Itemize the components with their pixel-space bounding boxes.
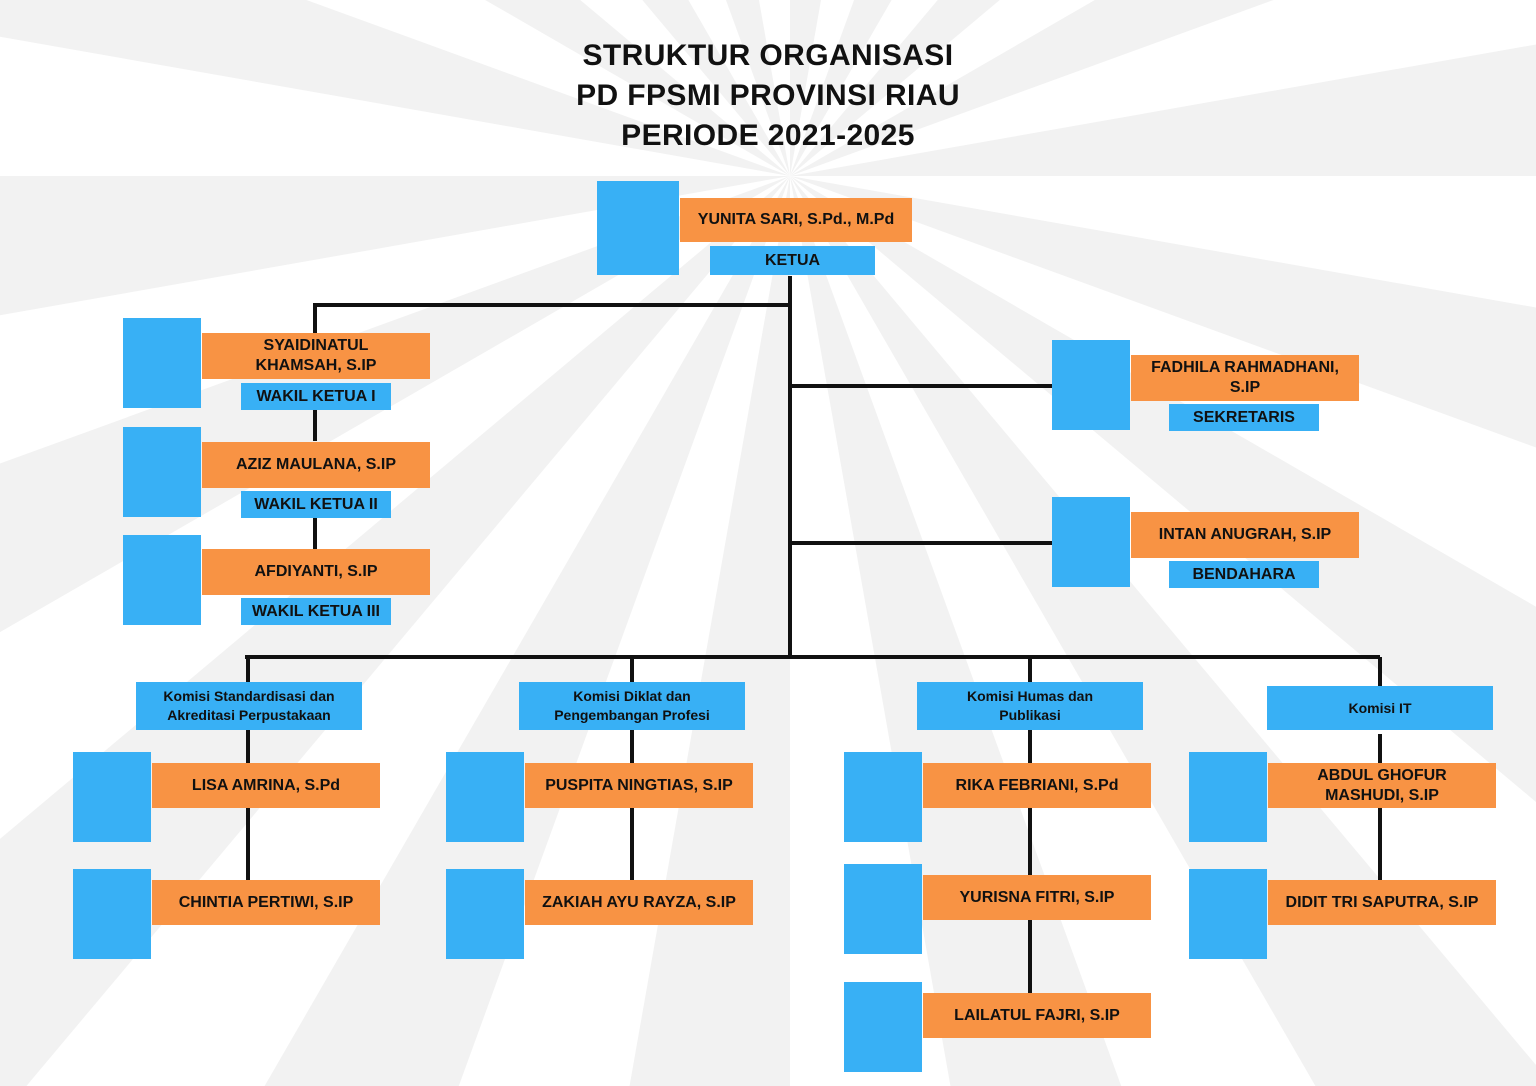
name-komisi-3-member-1: RIKA FEBRIANI, S.Pd (923, 763, 1151, 808)
name-komisi-2-member-1: PUSPITA NINGTIAS, S.IP (525, 763, 753, 808)
title-line-2: PD FPSMI PROVINSI RIAU (576, 78, 960, 112)
photo-bendahara (1052, 497, 1130, 587)
name-komisi-4-member-2: DIDIT TRI SAPUTRA, S.IP (1268, 880, 1496, 925)
commission-header-komisi-humas: Komisi Humas dan Publikasi (917, 682, 1143, 730)
title-line-1: STRUKTUR ORGANISASI (582, 39, 954, 72)
commission-1-title-line-2: Akreditasi Perpustakaan (167, 707, 331, 723)
name-komisi-4-member-1-line-2: MASHUDI, S.IP (1325, 786, 1439, 804)
name-wakil-ketua-1-line-2: KHAMSAH, S.IP (255, 357, 377, 374)
photo-wakil-ketua-1 (123, 318, 201, 408)
role-sekretaris: SEKRETARIS (1169, 404, 1319, 431)
role-wakil-ketua-1: WAKIL KETUA I (241, 383, 391, 410)
name-komisi-3-member-3: LAILATUL FAJRI, S.IP (923, 993, 1151, 1038)
name-wakil-ketua-1-line-1: SYAIDINATUL (263, 337, 369, 355)
commission-3-title-line-2: Publikasi (999, 707, 1061, 723)
name-wakil-ketua-3: AFDIYANTI, S.IP (202, 549, 430, 595)
role-wakil-ketua-2: WAKIL KETUA II (241, 491, 391, 518)
name-wakil-ketua-1: SYAIDINATUL KHAMSAH, S.IP (202, 333, 430, 379)
photo-komisi-2-member-1 (446, 752, 524, 842)
role-bendahara: BENDAHARA (1169, 561, 1319, 588)
photo-komisi-3-member-3 (844, 982, 922, 1072)
photo-wakil-ketua-3 (123, 535, 201, 625)
photo-komisi-4-member-1 (1189, 752, 1267, 842)
photo-komisi-3-member-1 (844, 752, 922, 842)
name-sekretaris: FADHILA RAHMADHANI, S.IP (1131, 355, 1359, 401)
commission-1-title-line-1: Komisi Standardisasi dan (163, 688, 335, 705)
name-komisi-2-member-2: ZAKIAH AYU RAYZA, S.IP (525, 880, 753, 925)
chart-title: STRUKTUR ORGANISASI PD FPSMI PROVINSI RI… (0, 36, 1536, 156)
role-wakil-ketua-3: WAKIL KETUA III (241, 598, 391, 625)
commission-4-title: Komisi IT (1348, 699, 1412, 716)
name-komisi-4-member-1-line-1: ABDUL GHOFUR (1317, 766, 1447, 784)
commission-header-komisi-it: Komisi IT (1267, 686, 1493, 730)
name-wakil-ketua-2: AZIZ MAULANA, S.IP (202, 442, 430, 488)
commission-2-title-line-2: Pengembangan Profesi (554, 707, 710, 723)
photo-komisi-1-member-1 (73, 752, 151, 842)
photo-komisi-4-member-2 (1189, 869, 1267, 959)
commission-header-komisi-standardisasi: Komisi Standardisasi dan Akreditasi Perp… (136, 682, 362, 730)
commission-header-komisi-diklat: Komisi Diklat dan Pengembangan Profesi (519, 682, 745, 730)
name-komisi-1-member-2: CHINTIA PERTIWI, S.IP (152, 880, 380, 925)
commission-2-title-line-1: Komisi Diklat dan (573, 688, 691, 705)
name-ketua: YUNITA SARI, S.Pd., M.Pd (680, 198, 912, 242)
photo-sekretaris (1052, 340, 1130, 430)
name-komisi-4-member-1: ABDUL GHOFUR MASHUDI, S.IP (1268, 763, 1496, 808)
photo-komisi-1-member-2 (73, 869, 151, 959)
name-komisi-3-member-2: YURISNA FITRI, S.IP (923, 875, 1151, 920)
photo-ketua (597, 181, 679, 275)
name-komisi-1-member-1: LISA AMRINA, S.Pd (152, 763, 380, 808)
title-line-3: PERIODE 2021-2025 (621, 118, 915, 152)
wire-to-wakil-1 (313, 303, 790, 333)
photo-komisi-3-member-2 (844, 864, 922, 954)
photo-komisi-2-member-2 (446, 869, 524, 959)
photo-wakil-ketua-2 (123, 427, 201, 517)
name-bendahara: INTAN ANUGRAH, S.IP (1131, 512, 1359, 558)
commission-3-title-line-1: Komisi Humas dan (966, 688, 1094, 705)
role-ketua: KETUA (710, 246, 875, 275)
